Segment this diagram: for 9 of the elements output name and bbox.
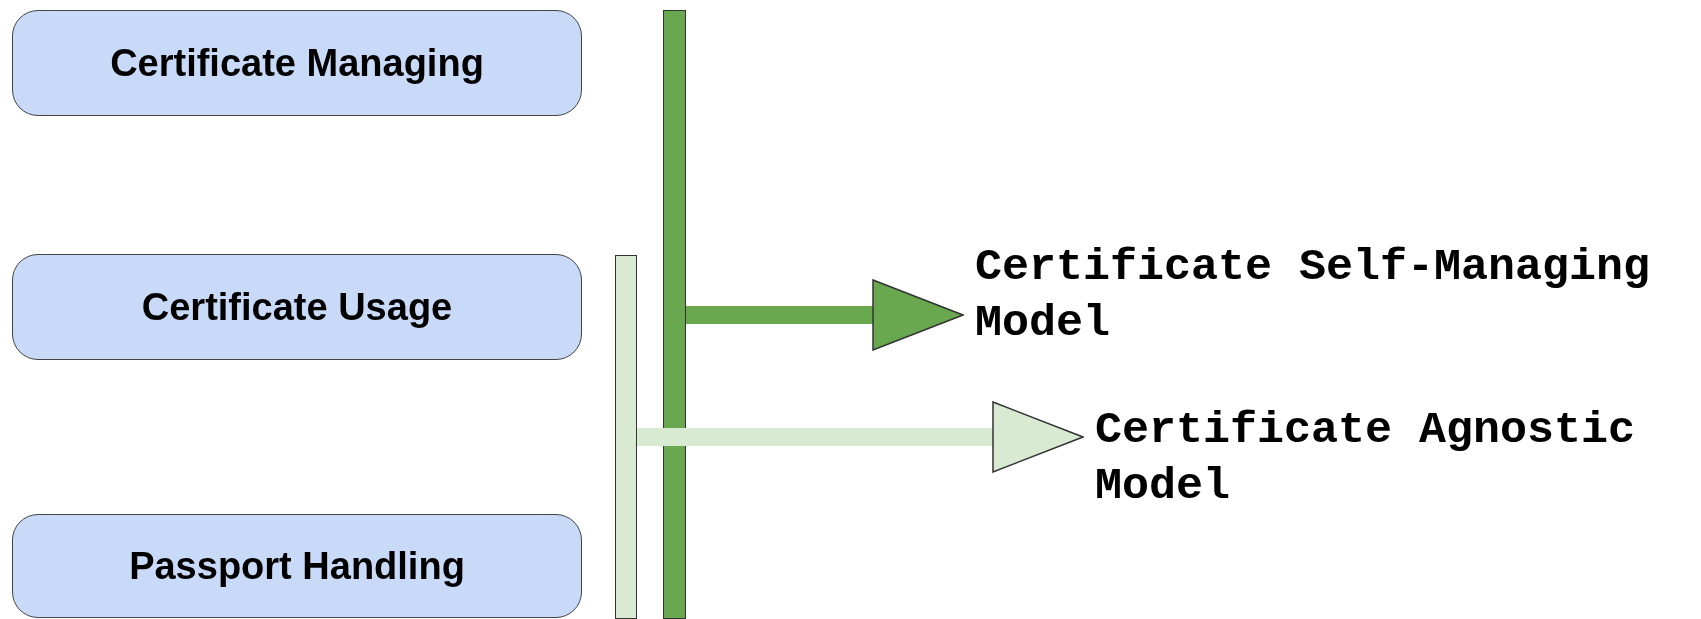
model-label: Certificate Agnostic Model: [1095, 404, 1637, 514]
vertical-bar: [615, 255, 637, 619]
arrow: [637, 401, 1084, 473]
process-box: Certificate Usage: [12, 254, 582, 360]
vertical-bar: [663, 10, 686, 619]
model-label: Certificate Self-Managing Model: [975, 241, 1652, 351]
process-box: Passport Handling: [12, 514, 582, 618]
process-box: Certificate Managing: [12, 10, 582, 116]
arrow: [686, 279, 964, 351]
